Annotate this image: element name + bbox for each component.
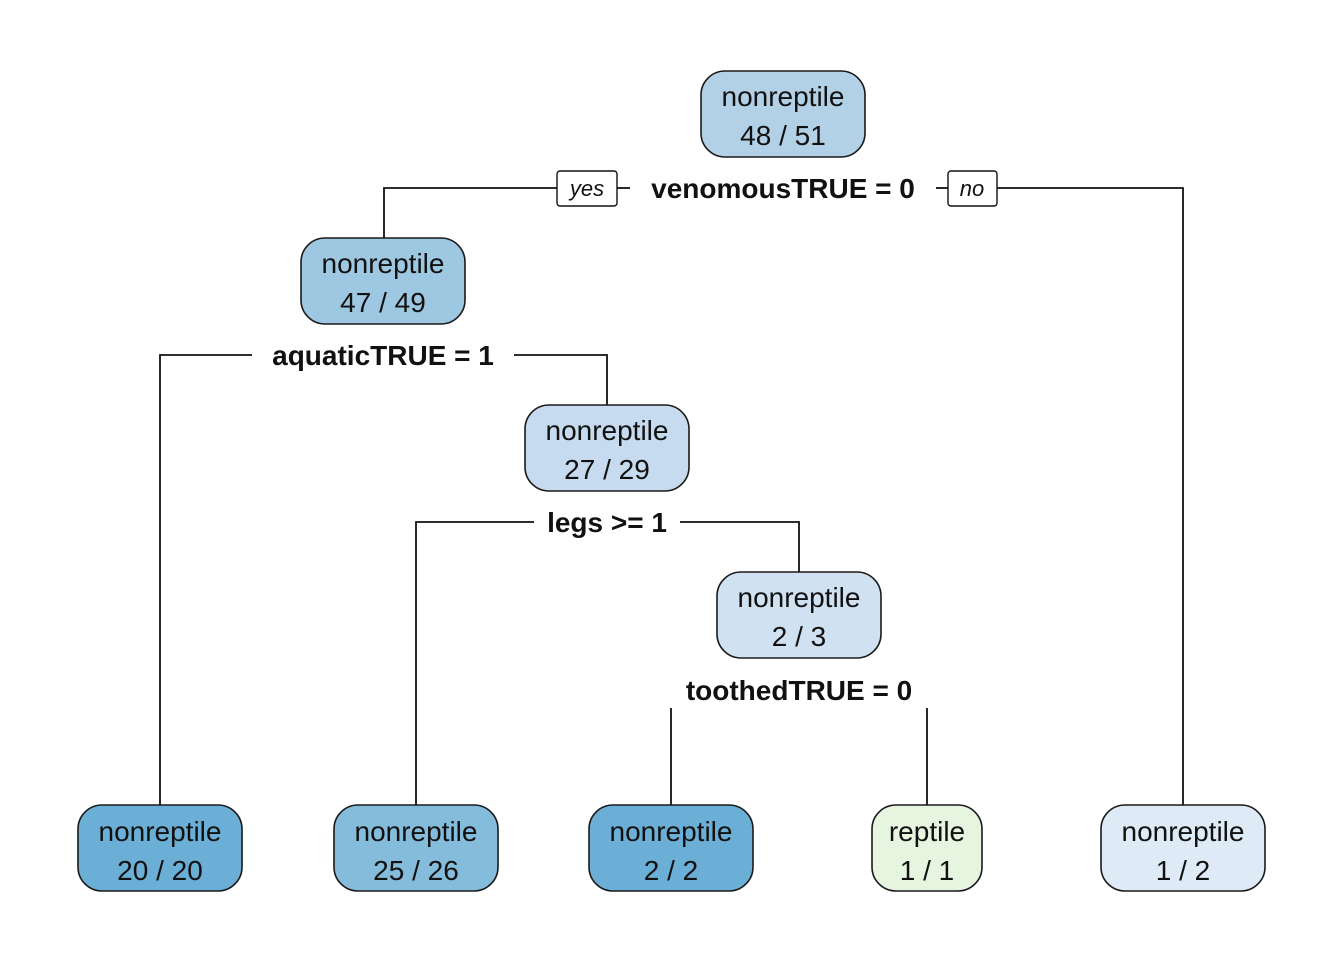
node-inner-5: nonreptile 27 / 29 xyxy=(524,404,690,492)
yes-tag: yes xyxy=(556,170,618,207)
node-class-label: nonreptile xyxy=(546,415,669,446)
node-class-label: nonreptile xyxy=(99,816,222,847)
node-counts: 47 / 49 xyxy=(340,287,426,318)
no-tag: no xyxy=(947,170,998,207)
node-class-label: nonreptile xyxy=(322,248,445,279)
node-class-label: nonreptile xyxy=(610,816,733,847)
node-counts: 48 / 51 xyxy=(740,120,826,151)
node-counts: 1 / 1 xyxy=(900,855,954,886)
split-label-legs: legs >= 1 xyxy=(547,507,667,538)
yes-tag-label: yes xyxy=(568,176,604,201)
edge-n2-to-l4 xyxy=(159,354,252,805)
edge-n5-to-l10 xyxy=(415,521,534,805)
node-class-label: reptile xyxy=(889,816,965,847)
split-label-toothed: toothedTRUE = 0 xyxy=(686,675,912,706)
node-class-label: nonreptile xyxy=(1122,816,1245,847)
node-counts: 2 / 2 xyxy=(644,855,698,886)
edge-n2-to-n5 xyxy=(514,354,608,405)
node-counts: 20 / 20 xyxy=(117,855,203,886)
node-inner-11: nonreptile 2 / 3 xyxy=(716,571,882,659)
node-class-label: nonreptile xyxy=(722,81,845,112)
node-counts: 2 / 3 xyxy=(772,621,826,652)
node-inner-2: nonreptile 47 / 49 xyxy=(300,237,466,325)
no-tag-label: no xyxy=(960,176,984,201)
node-root: nonreptile 48 / 51 xyxy=(700,70,866,158)
tree-edges xyxy=(159,187,1184,805)
leaf-node-23: reptile 1 / 1 xyxy=(871,804,983,892)
node-counts: 1 / 2 xyxy=(1156,855,1210,886)
leaf-node-22: nonreptile 2 / 2 xyxy=(588,804,754,892)
leaf-node-10: nonreptile 25 / 26 xyxy=(333,804,499,892)
node-counts: 27 / 29 xyxy=(564,454,650,485)
node-counts: 25 / 26 xyxy=(373,855,459,886)
leaf-node-3: nonreptile 1 / 2 xyxy=(1100,804,1266,892)
node-class-label: nonreptile xyxy=(738,582,861,613)
edge-root-to-l3 xyxy=(997,187,1184,805)
edge-root-to-n2 xyxy=(383,187,557,238)
node-class-label: nonreptile xyxy=(355,816,478,847)
split-label-venomous: venomousTRUE = 0 xyxy=(651,173,915,204)
edge-n5-to-n11 xyxy=(680,521,800,572)
split-label-aquatic: aquaticTRUE = 1 xyxy=(272,340,494,371)
leaf-node-4: nonreptile 20 / 20 xyxy=(77,804,243,892)
